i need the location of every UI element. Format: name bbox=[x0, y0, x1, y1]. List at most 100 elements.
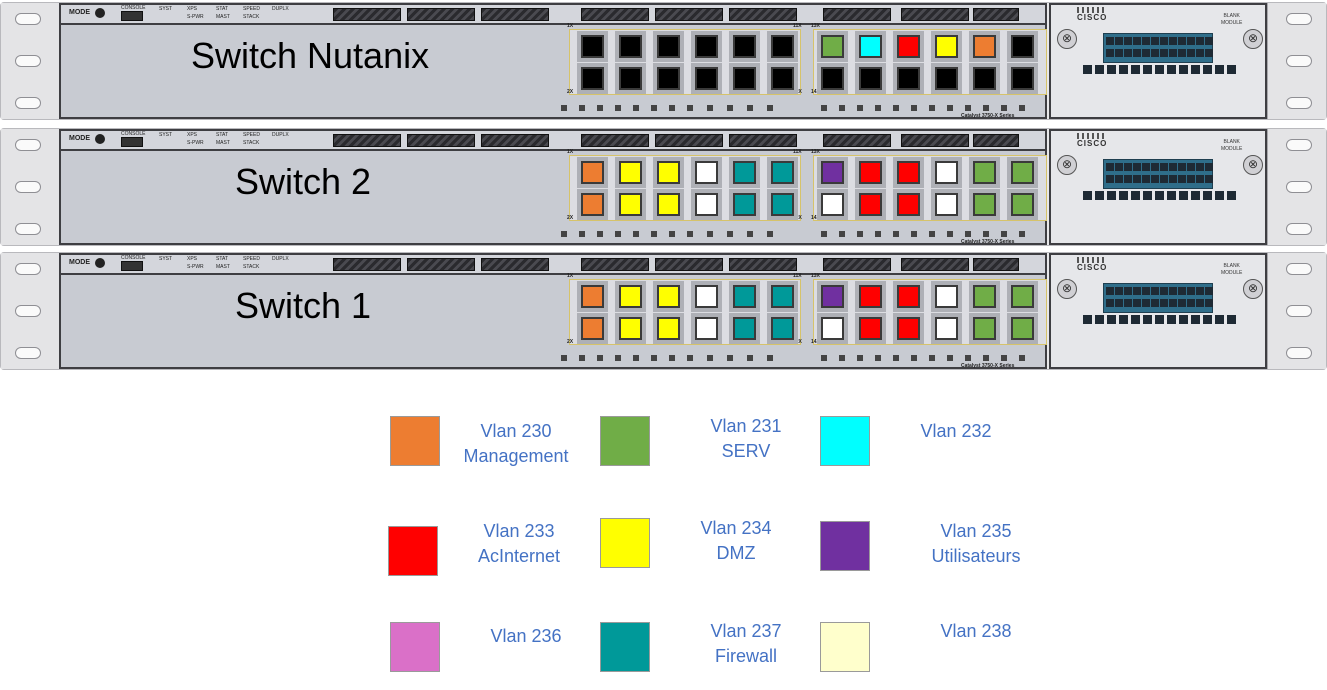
ethernet-port[interactable] bbox=[695, 67, 718, 90]
ethernet-port[interactable] bbox=[771, 193, 794, 216]
ethernet-port[interactable] bbox=[657, 161, 680, 184]
mount-hole bbox=[1286, 223, 1312, 235]
ethernet-port[interactable] bbox=[1011, 161, 1034, 184]
ethernet-port[interactable] bbox=[973, 35, 996, 58]
sfp-cell bbox=[1133, 287, 1141, 295]
ethernet-port[interactable] bbox=[1011, 67, 1034, 90]
ethernet-port[interactable] bbox=[897, 193, 920, 216]
ethernet-port[interactable] bbox=[771, 285, 794, 308]
ethernet-port[interactable] bbox=[821, 161, 844, 184]
ethernet-port[interactable] bbox=[821, 35, 844, 58]
ethernet-port[interactable] bbox=[581, 35, 604, 58]
mode-button[interactable] bbox=[95, 8, 105, 18]
vent-grille bbox=[407, 8, 475, 21]
ethernet-port[interactable] bbox=[973, 67, 996, 90]
ethernet-port[interactable] bbox=[897, 35, 920, 58]
ethernet-port[interactable] bbox=[581, 67, 604, 90]
ethernet-port[interactable] bbox=[619, 285, 642, 308]
ethernet-port[interactable] bbox=[581, 161, 604, 184]
ethernet-port[interactable] bbox=[733, 35, 756, 58]
ethernet-port[interactable] bbox=[733, 285, 756, 308]
ethernet-port[interactable] bbox=[771, 317, 794, 340]
ethernet-port[interactable] bbox=[859, 193, 882, 216]
ethernet-port[interactable] bbox=[973, 317, 996, 340]
ethernet-port[interactable] bbox=[821, 285, 844, 308]
ethernet-port[interactable] bbox=[657, 193, 680, 216]
ethernet-port[interactable] bbox=[821, 317, 844, 340]
sfp-cell bbox=[1106, 287, 1114, 295]
ethernet-port[interactable] bbox=[973, 285, 996, 308]
ethernet-port[interactable] bbox=[973, 193, 996, 216]
ethernet-port[interactable] bbox=[821, 67, 844, 90]
mount-hole bbox=[15, 13, 41, 25]
sfp-cell bbox=[1083, 315, 1092, 324]
ethernet-port[interactable] bbox=[771, 35, 794, 58]
ethernet-port[interactable] bbox=[1011, 285, 1034, 308]
ethernet-port[interactable] bbox=[1011, 193, 1034, 216]
ethernet-port[interactable] bbox=[859, 67, 882, 90]
ethernet-port[interactable] bbox=[859, 317, 882, 340]
ethernet-port[interactable] bbox=[935, 67, 958, 90]
ethernet-port[interactable] bbox=[935, 317, 958, 340]
ethernet-port[interactable] bbox=[581, 193, 604, 216]
led-label: SPEED bbox=[243, 132, 260, 138]
ethernet-port[interactable] bbox=[859, 35, 882, 58]
ethernet-port[interactable] bbox=[657, 35, 680, 58]
sfp-cell bbox=[1133, 175, 1141, 183]
sfp-cell bbox=[1203, 65, 1212, 74]
status-led bbox=[651, 231, 657, 237]
model-label: Catalyst 3750-X Series bbox=[961, 239, 1015, 245]
ethernet-port[interactable] bbox=[935, 35, 958, 58]
ethernet-port[interactable] bbox=[619, 67, 642, 90]
led-label: MAST bbox=[216, 140, 230, 146]
ethernet-port[interactable] bbox=[695, 285, 718, 308]
ethernet-port[interactable] bbox=[657, 285, 680, 308]
vent-grille bbox=[729, 8, 797, 21]
ethernet-port[interactable] bbox=[771, 161, 794, 184]
sfp-cell bbox=[1151, 287, 1159, 295]
ethernet-port[interactable] bbox=[581, 317, 604, 340]
ethernet-port[interactable] bbox=[897, 161, 920, 184]
rack-ear-left bbox=[1, 253, 60, 369]
ethernet-port[interactable] bbox=[695, 35, 718, 58]
ethernet-port[interactable] bbox=[619, 35, 642, 58]
ethernet-port[interactable] bbox=[771, 67, 794, 90]
cisco-logo: CISCO bbox=[1077, 263, 1108, 272]
status-led bbox=[633, 105, 639, 111]
ethernet-port[interactable] bbox=[733, 161, 756, 184]
ethernet-port[interactable] bbox=[821, 193, 844, 216]
ethernet-port[interactable] bbox=[935, 285, 958, 308]
ethernet-port[interactable] bbox=[733, 193, 756, 216]
ethernet-port[interactable] bbox=[619, 161, 642, 184]
ethernet-port[interactable] bbox=[733, 317, 756, 340]
mode-button[interactable] bbox=[95, 258, 105, 268]
ethernet-port[interactable] bbox=[733, 67, 756, 90]
status-led bbox=[929, 355, 935, 361]
sfp-cell bbox=[1142, 49, 1150, 57]
mode-button[interactable] bbox=[95, 134, 105, 144]
ethernet-port[interactable] bbox=[935, 193, 958, 216]
sfp-cell bbox=[1106, 163, 1114, 171]
ethernet-port[interactable] bbox=[695, 317, 718, 340]
ethernet-port[interactable] bbox=[619, 317, 642, 340]
sfp-cell bbox=[1095, 191, 1104, 200]
ethernet-port[interactable] bbox=[1011, 317, 1034, 340]
status-led bbox=[597, 105, 603, 111]
ethernet-port[interactable] bbox=[859, 161, 882, 184]
ethernet-port[interactable] bbox=[859, 285, 882, 308]
ethernet-port[interactable] bbox=[973, 161, 996, 184]
ethernet-port[interactable] bbox=[935, 161, 958, 184]
ethernet-port[interactable] bbox=[581, 285, 604, 308]
ethernet-port[interactable] bbox=[695, 161, 718, 184]
ethernet-port[interactable] bbox=[657, 67, 680, 90]
ethernet-port[interactable] bbox=[897, 67, 920, 90]
sfp-cell bbox=[1178, 175, 1186, 183]
ethernet-port[interactable] bbox=[897, 317, 920, 340]
ethernet-port[interactable] bbox=[619, 193, 642, 216]
ethernet-port[interactable] bbox=[897, 285, 920, 308]
ethernet-port[interactable] bbox=[695, 193, 718, 216]
ethernet-port[interactable] bbox=[1011, 35, 1034, 58]
ethernet-port[interactable] bbox=[657, 317, 680, 340]
